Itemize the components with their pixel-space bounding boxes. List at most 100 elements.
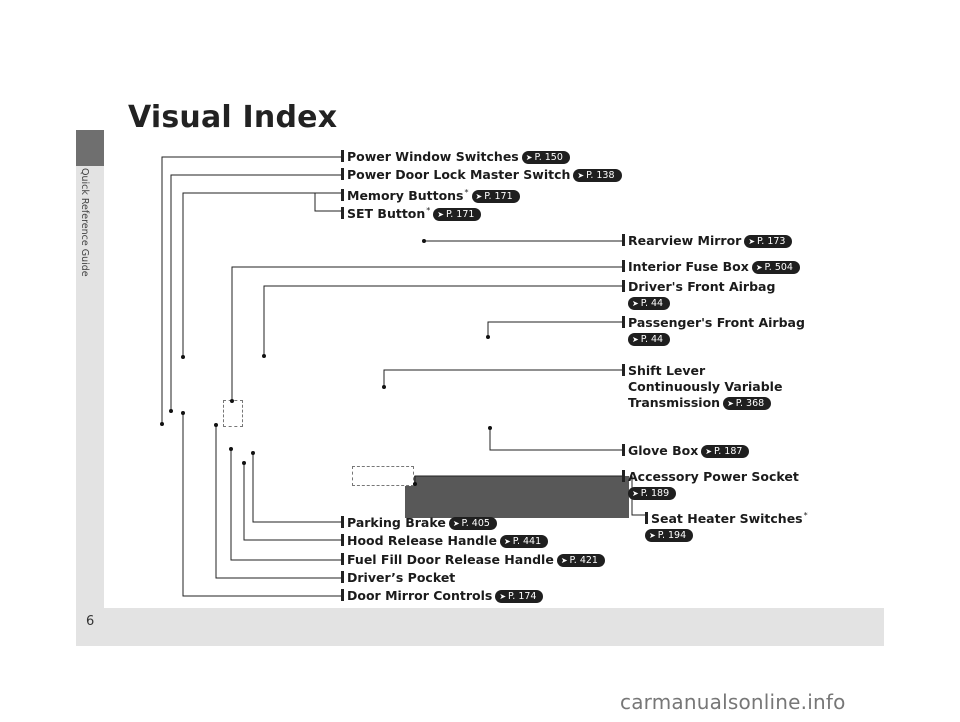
arrow-right-icon: ➤	[504, 537, 511, 546]
callout-bar	[341, 189, 344, 201]
leader-memory	[182, 192, 341, 357]
callout-seat-heater-switches: Seat Heater Switches* ➤P. 194	[645, 508, 808, 543]
page-ref-link[interactable]: ➤P. 504	[751, 261, 800, 274]
arrow-right-icon: ➤	[632, 489, 639, 498]
arrow-right-icon: ➤	[452, 519, 460, 528]
point-shift	[382, 385, 386, 389]
callout-bar	[622, 364, 625, 376]
callout-driver-front-airbag: Driver's Front Airbag ➤P. 44	[622, 279, 775, 311]
page-ref-link[interactable]: ➤P. 194	[645, 529, 694, 542]
page-ref-link[interactable]: ➤P. 441	[500, 535, 549, 548]
callout-power-door-lock: Power Door Lock Master Switch➤P. 138	[341, 167, 622, 183]
point-fuel	[229, 447, 233, 451]
callout-door-mirror-controls: Door Mirror Controls➤P. 174	[341, 588, 544, 604]
callout-bar	[622, 280, 625, 292]
arrow-right-icon: ➤	[437, 210, 444, 219]
leader-mirror	[182, 413, 341, 597]
point-door-lock	[169, 409, 173, 413]
point-pass-airbag	[486, 335, 490, 339]
arrow-right-icon: ➤	[525, 153, 533, 162]
page-ref-link[interactable]: ➤P. 138	[573, 169, 622, 182]
callout-glove-box: Glove Box➤P. 187	[622, 443, 750, 459]
point-parking	[251, 451, 255, 455]
callout-rearview-mirror: Rearview Mirror➤P. 173	[622, 233, 793, 249]
point-power-window	[160, 422, 164, 426]
leader-pocket	[215, 425, 341, 579]
arrow-right-icon: ➤	[755, 263, 763, 272]
callout-power-window-switches: Power Window Switches➤P. 150	[341, 149, 570, 165]
page-ref-link[interactable]: ➤P. 171	[433, 208, 482, 221]
callout-fuel-fill-door-release: Fuel Fill Door Release Handle➤P. 421	[341, 552, 605, 568]
page-title: Visual Index	[128, 100, 338, 135]
point-fuse	[230, 399, 234, 403]
callout-bar	[622, 260, 625, 272]
callout-shift-lever: Shift Lever Continuously Variable Transm…	[622, 363, 782, 411]
arrow-right-icon: ➤	[632, 335, 639, 344]
page-number: 6	[86, 614, 95, 629]
page-ref-link[interactable]: ➤P. 189	[628, 487, 677, 500]
callout-bar	[341, 534, 344, 546]
callout-parking-brake: Parking Brake➤P. 405	[341, 515, 497, 531]
section-tab-marker	[76, 130, 104, 166]
leader-fuel	[230, 449, 341, 561]
arrow-right-icon: ➤	[632, 299, 639, 308]
page-ref-link[interactable]: ➤P. 44	[628, 333, 671, 346]
callout-bar	[341, 553, 344, 565]
footer-band	[76, 608, 884, 646]
point-glove	[488, 426, 492, 430]
point-rearview	[422, 239, 426, 243]
leader-driver-airbag	[263, 285, 622, 356]
leader-set	[314, 193, 341, 212]
page-ref-link[interactable]: ➤P. 44	[628, 297, 671, 310]
callout-bar	[341, 168, 344, 180]
section-strip	[76, 166, 104, 608]
arrow-right-icon: ➤	[475, 192, 483, 201]
point-socket	[413, 482, 417, 486]
option-star: *	[803, 511, 808, 520]
option-star: *	[426, 206, 431, 215]
point-driver-airbag	[262, 354, 266, 358]
callout-accessory-power-socket: Accessory Power Socket ➤P. 189	[622, 469, 799, 501]
page-ref-link[interactable]: ➤P. 368	[723, 397, 772, 410]
console-photo-fragment	[405, 476, 629, 518]
page-ref-link[interactable]: ➤P. 174	[495, 590, 544, 603]
page-ref-link[interactable]: ➤P. 187	[701, 445, 750, 458]
leader-parking	[252, 453, 341, 523]
leader-socket	[414, 475, 622, 484]
leader-power-window	[161, 156, 341, 424]
callout-bar	[341, 571, 344, 583]
callout-bar	[645, 512, 648, 524]
callout-bar	[341, 150, 344, 162]
leader-hood	[243, 463, 341, 541]
callout-bar	[622, 316, 625, 328]
arrow-right-icon: ➤	[727, 399, 734, 408]
callout-bar	[622, 234, 625, 246]
point-mirror	[181, 411, 185, 415]
callout-drivers-pocket: Driver’s Pocket	[341, 570, 455, 586]
point-pocket	[214, 423, 218, 427]
callout-bar	[341, 589, 344, 601]
point-memory	[181, 355, 185, 359]
leader-fuse	[231, 266, 622, 401]
arrow-right-icon: ➤	[577, 171, 585, 180]
point-hood	[242, 461, 246, 465]
watermark: carmanualsonline.info	[620, 690, 846, 714]
callout-passenger-front-airbag: Passenger's Front Airbag ➤P. 44	[622, 315, 805, 347]
callout-bar	[622, 470, 625, 482]
callout-bar	[341, 207, 344, 219]
callout-memory-buttons: Memory Buttons*➤P. 171	[341, 185, 520, 204]
arrow-right-icon: ➤	[748, 237, 756, 246]
page-ref-link[interactable]: ➤P. 421	[556, 554, 605, 567]
callout-hood-release-handle: Hood Release Handle➤P. 441	[341, 533, 549, 549]
callout-bar	[622, 444, 625, 456]
leader-door-lock	[170, 174, 341, 411]
callout-interior-fuse-box: Interior Fuse Box➤P. 504	[622, 259, 800, 275]
page-ref-link[interactable]: ➤P. 173	[744, 235, 793, 248]
page-ref-link[interactable]: ➤P. 150	[521, 151, 570, 164]
arrow-right-icon: ➤	[705, 447, 712, 456]
callout-bar	[341, 516, 344, 528]
page-ref-link[interactable]: ➤P. 405	[448, 517, 497, 530]
page-ref-link[interactable]: ➤P. 171	[471, 190, 520, 203]
